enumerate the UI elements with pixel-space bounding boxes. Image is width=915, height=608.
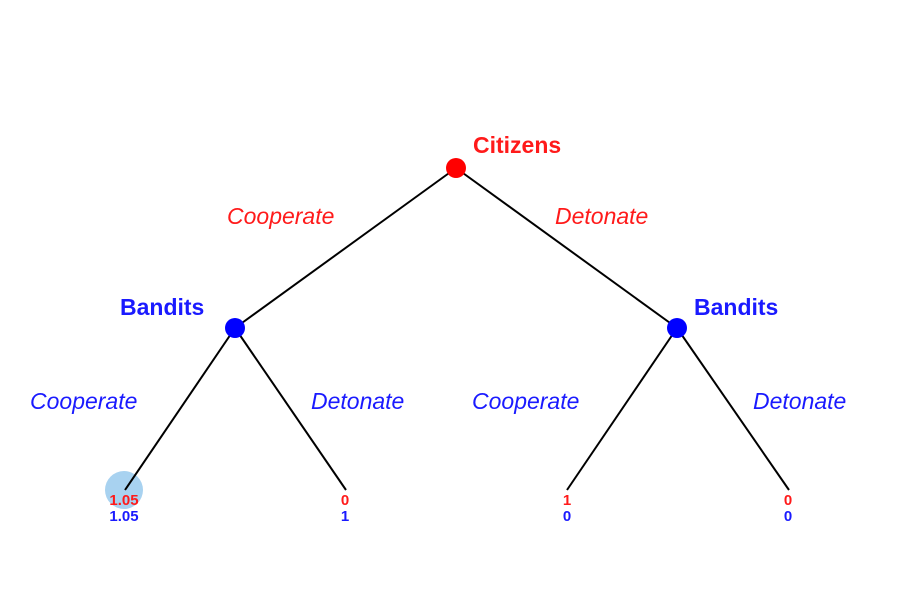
citizens-node[interactable]	[446, 158, 466, 178]
root-action-cooperate: Cooperate	[227, 203, 335, 229]
leaf-payoff: 1 0	[537, 493, 597, 525]
citizens-payoff: 0	[783, 492, 793, 509]
bandits-node-left[interactable]	[225, 318, 245, 338]
edge-left-detonate	[234, 327, 347, 491]
edge-right-detonate	[676, 327, 790, 491]
citizens-payoff: 1.05	[109, 492, 139, 509]
leaf-payoff: 0 1	[315, 493, 375, 525]
bandits-payoff: 1	[340, 508, 350, 525]
citizens-payoff: 1	[562, 492, 572, 509]
bandits-payoff: 1.05	[109, 508, 139, 525]
edge-root-cooperate	[234, 167, 457, 329]
right-action-cooperate: Cooperate	[472, 388, 580, 414]
left-action-cooperate: Cooperate	[30, 388, 138, 414]
highlight-marker	[105, 471, 143, 509]
bandits-label-left: Bandits	[120, 294, 205, 320]
bandits-payoff: 0	[562, 508, 572, 525]
bandits-payoff: 0	[783, 508, 793, 525]
leaf-payoff: 0 0	[758, 493, 818, 525]
edge-right-cooperate	[566, 327, 678, 491]
left-action-detonate: Detonate	[311, 388, 405, 414]
right-action-detonate: Detonate	[753, 388, 847, 414]
citizens-payoff: 0	[340, 492, 350, 509]
bandits-label-right: Bandits	[694, 294, 779, 320]
root-action-detonate: Detonate	[555, 203, 649, 229]
citizens-label: Citizens	[473, 132, 562, 158]
edge-root-detonate	[455, 167, 678, 329]
bandits-node-right[interactable]	[667, 318, 687, 338]
leaf-payoff: 1.05 1.05	[94, 493, 154, 525]
edge-left-cooperate	[124, 327, 236, 491]
